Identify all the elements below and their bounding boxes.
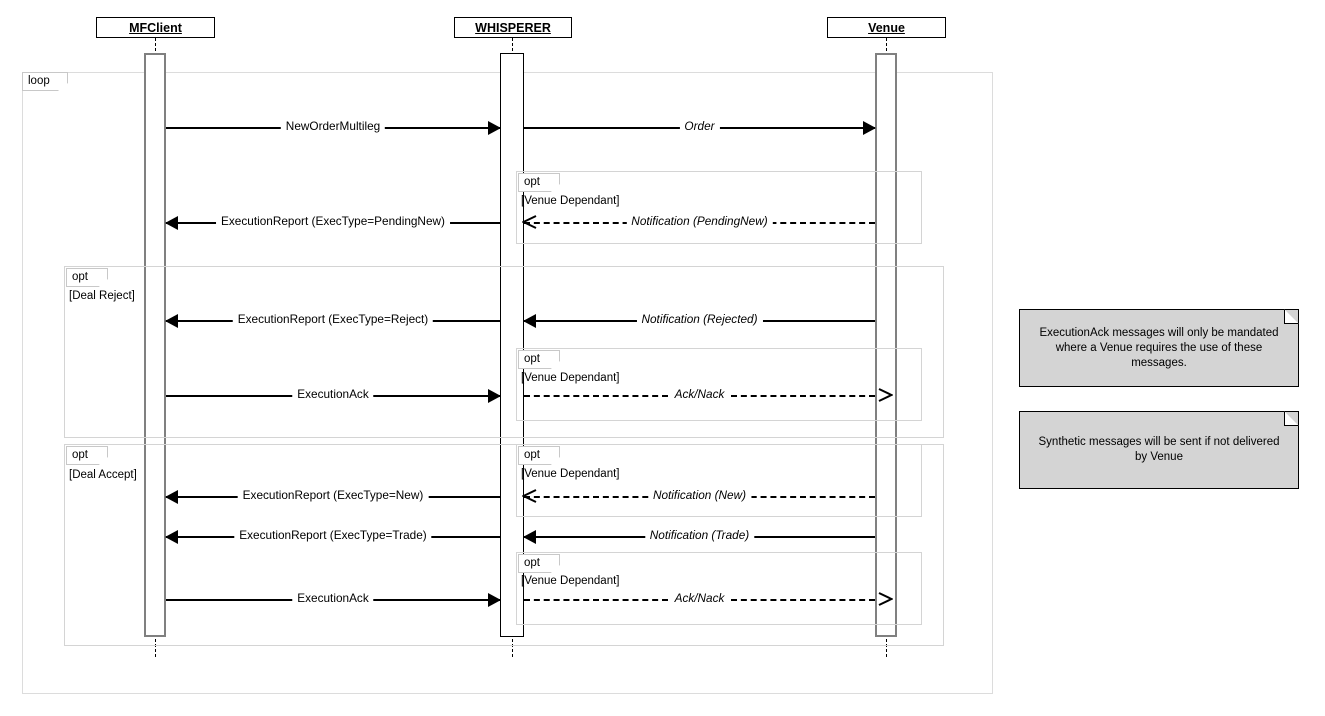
message-order[interactable]: Order [524,119,876,135]
note-fold-corner-icon [1284,309,1299,324]
message-executionack-1[interactable]: ExecutionAck [166,387,501,403]
message-label: ExecutionReport (ExecType=New) [237,488,429,503]
fragment-label-opt-2: opt [518,350,560,369]
message-label: NewOrderMultileg [280,119,386,134]
fragment-opt-venue-dependant-3 [516,444,922,517]
message-label: ExecutionAck [292,387,374,402]
message-label: Ack/Nack [669,591,730,606]
message-label: Notification (New) [647,488,752,503]
participant-mfclient-label: MFClient [129,20,182,35]
message-label: Notification (Rejected) [636,312,763,327]
message-notification-new[interactable]: Notification (New) [522,488,875,504]
message-label: ExecutionReport (ExecType=Reject) [232,312,434,327]
message-acknack-2[interactable]: Ack/Nack [524,591,893,607]
message-label: ExecutionAck [292,591,374,606]
arrowhead-filled-left [165,314,178,328]
message-executionreport-reject[interactable]: ExecutionReport (ExecType=Reject) [165,312,500,328]
message-notification-rejected[interactable]: Notification (Rejected) [523,312,875,328]
participant-venue[interactable]: Venue [827,17,946,38]
fragment-opt-deal-accept [64,444,944,646]
message-notification-pendingnew[interactable]: Notification (PendingNew) [522,214,875,230]
fragment-guard-opt-deal-reject: [Deal Reject] [69,290,135,302]
message-executionreport-new[interactable]: ExecutionReport (ExecType=New) [165,488,500,504]
fragment-label-opt-3: opt [518,446,560,465]
arrowhead-filled-left [523,314,536,328]
fragment-label-loop: loop [22,72,68,91]
fragment-opt-venue-dependant-2 [516,348,922,421]
message-label: ExecutionReport (ExecType=Trade) [234,528,432,543]
message-executionreport-pendingnew[interactable]: ExecutionReport (ExecType=PendingNew) [165,214,500,230]
message-notification-trade[interactable]: Notification (Trade) [523,528,875,544]
fragment-label-opt-deal-accept: opt [66,446,108,465]
fragment-label-opt-4: opt [518,554,560,573]
fragment-guard-opt-3: [Venue Dependant] [521,468,620,480]
note-executionack: ExecutionAck messages will only be manda… [1019,309,1299,387]
arrowhead-filled-right [488,593,501,607]
message-neworder-multileg[interactable]: NewOrderMultileg [166,119,501,135]
participant-whisperer-label: WHISPERER [475,20,551,35]
message-acknack-1[interactable]: Ack/Nack [524,387,893,403]
arrowhead-filled-left [523,530,536,544]
message-executionreport-trade[interactable]: ExecutionReport (ExecType=Trade) [165,528,500,544]
activation-mfclient [144,53,166,637]
arrowhead-filled-left [165,490,178,504]
fragment-label-opt-1: opt [518,173,560,192]
message-label: Ack/Nack [669,387,730,402]
message-label: ExecutionReport (ExecType=PendingNew) [216,214,450,229]
fragment-guard-opt-2: [Venue Dependant] [521,372,620,384]
fragment-guard-opt-1: [Venue Dependant] [521,195,620,207]
participant-mfclient[interactable]: MFClient [96,17,215,38]
fragment-label-opt-deal-reject: opt [66,268,108,287]
message-label: Notification (Trade) [644,528,755,543]
message-label: Order [679,119,720,134]
fragment-guard-opt-4: [Venue Dependant] [521,575,620,587]
fragment-opt-venue-dependant-1 [516,171,922,244]
activation-venue [875,53,897,637]
arrowhead-filled-right [488,389,501,403]
note-synthetic: Synthetic messages will be sent if not d… [1019,411,1299,489]
arrowhead-filled-left [165,216,178,230]
fragment-opt-venue-dependant-4 [516,552,922,625]
message-label: Notification (PendingNew) [626,214,773,229]
message-executionack-2[interactable]: ExecutionAck [166,591,501,607]
arrowhead-filled-right [863,121,876,135]
arrowhead-filled-right [488,121,501,135]
participant-venue-label: Venue [868,20,905,35]
note-fold-corner-icon [1284,411,1299,426]
arrowhead-filled-left [165,530,178,544]
fragment-opt-deal-reject [64,266,944,438]
note-synthetic-text: Synthetic messages will be sent if not d… [1038,436,1280,463]
activation-whisperer [500,53,524,637]
participant-whisperer[interactable]: WHISPERER [454,17,572,38]
fragment-guard-opt-deal-accept: [Deal Accept] [69,469,137,481]
note-executionack-text: ExecutionAck messages will only be manda… [1039,326,1279,369]
